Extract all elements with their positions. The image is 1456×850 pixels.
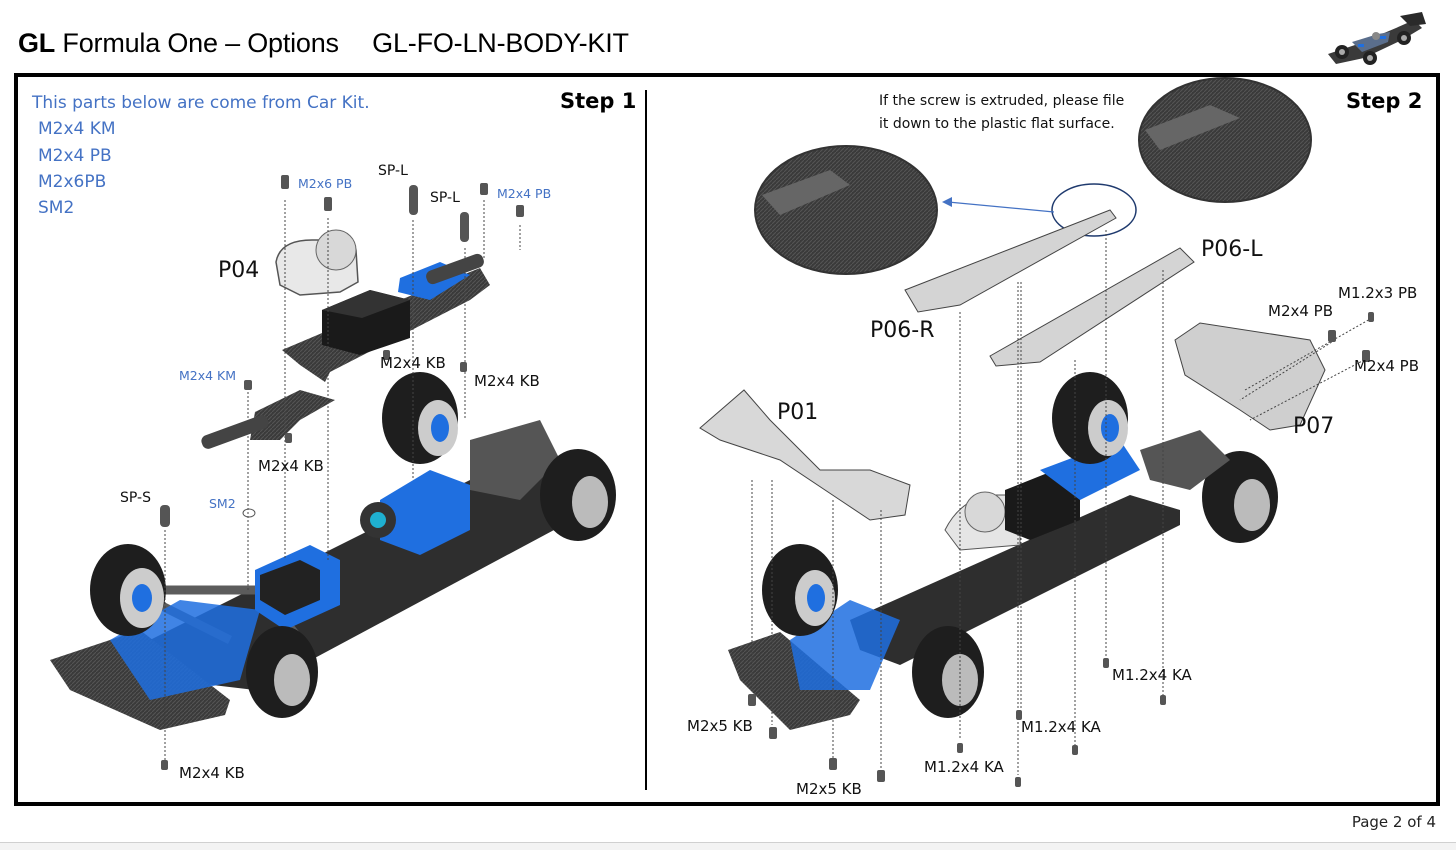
screw-label-m12x3pb: M1.2x3 PB (1338, 284, 1418, 302)
part-label-p04: P04 (218, 258, 260, 283)
screw-label-m2x5kb: M2x5 KB (687, 717, 753, 735)
part-label-spl: SP-L (378, 163, 408, 179)
screw-label-m2x6pb: M2x6 PB (298, 176, 353, 191)
screw-label-m2x4kb: M2x4 KB (258, 457, 324, 475)
part-label-sm2: SM2 (209, 496, 236, 511)
part-label-spl: SP-L (430, 190, 460, 206)
car-thumbnail-image (1328, 12, 1426, 65)
screw-label-m2x4pb: M2x4 PB (497, 186, 552, 201)
part-label-p01: P01 (777, 400, 819, 425)
kit-part-item: SM2 (38, 198, 75, 218)
file-down-note-line1: If the screw is extruded, please file (879, 93, 1125, 109)
screw-label-m12x4ka: M1.2x4 KA (924, 758, 1004, 776)
step2-detail-callouts (754, 77, 1312, 275)
brand-label: GL (18, 28, 56, 58)
screw-label-m2x5kb: M2x5 KB (796, 780, 862, 798)
screw-label-m2x4kb: M2x4 KB (474, 372, 540, 390)
page-number: Page 2 of 4 (1351, 813, 1436, 831)
step2-heading: Step 2 (1346, 89, 1423, 113)
step1-heading: Step 1 (560, 89, 637, 113)
part-label-p07: P07 (1293, 414, 1335, 439)
instruction-frame (14, 73, 1440, 806)
step1-exploded-parts (160, 175, 524, 770)
viewer-bottom-bar (0, 842, 1456, 850)
screw-label-m12x4ka: M1.2x4 KA (1021, 718, 1101, 736)
step-divider (645, 90, 647, 790)
step2-screw-guides (748, 230, 1374, 787)
document-title: GL Formula One – Options GL-FO-LN-BODY-K… (18, 28, 629, 59)
part-label-sps: SP-S (120, 490, 151, 506)
kit-part-item: M2x6PB (38, 172, 107, 192)
screw-label-m12x4ka: M1.2x4 KA (1112, 666, 1192, 684)
screw-label-m2x4pb: M2x4 PB (1354, 357, 1420, 375)
kit-part-item: M2x4 KM (38, 119, 116, 139)
screw-label-m2x4km: M2x4 KM (179, 368, 237, 383)
file-down-note-line2: it down to the plastic flat surface. (879, 116, 1115, 132)
product-code: GL-FO-LN-BODY-KIT (372, 28, 629, 58)
kit-parts-note: This parts below are come from Car Kit. (32, 93, 370, 113)
part-label-p06r: P06-R (870, 318, 935, 343)
title-text: Formula One – Options (62, 28, 339, 58)
step2-chassis (728, 372, 1278, 730)
screw-label-m2x4kb: M2x4 KB (380, 354, 446, 372)
part-label-p06l: P06-L (1201, 237, 1263, 262)
step2-body-parts (699, 209, 1326, 521)
screw-label-m2x4pb: M2x4 PB (1268, 302, 1334, 320)
step1-chassis (50, 372, 616, 730)
screw-label-m2x4kb: M2x4 KB (179, 764, 245, 782)
kit-part-item: M2x4 PB (38, 146, 112, 166)
